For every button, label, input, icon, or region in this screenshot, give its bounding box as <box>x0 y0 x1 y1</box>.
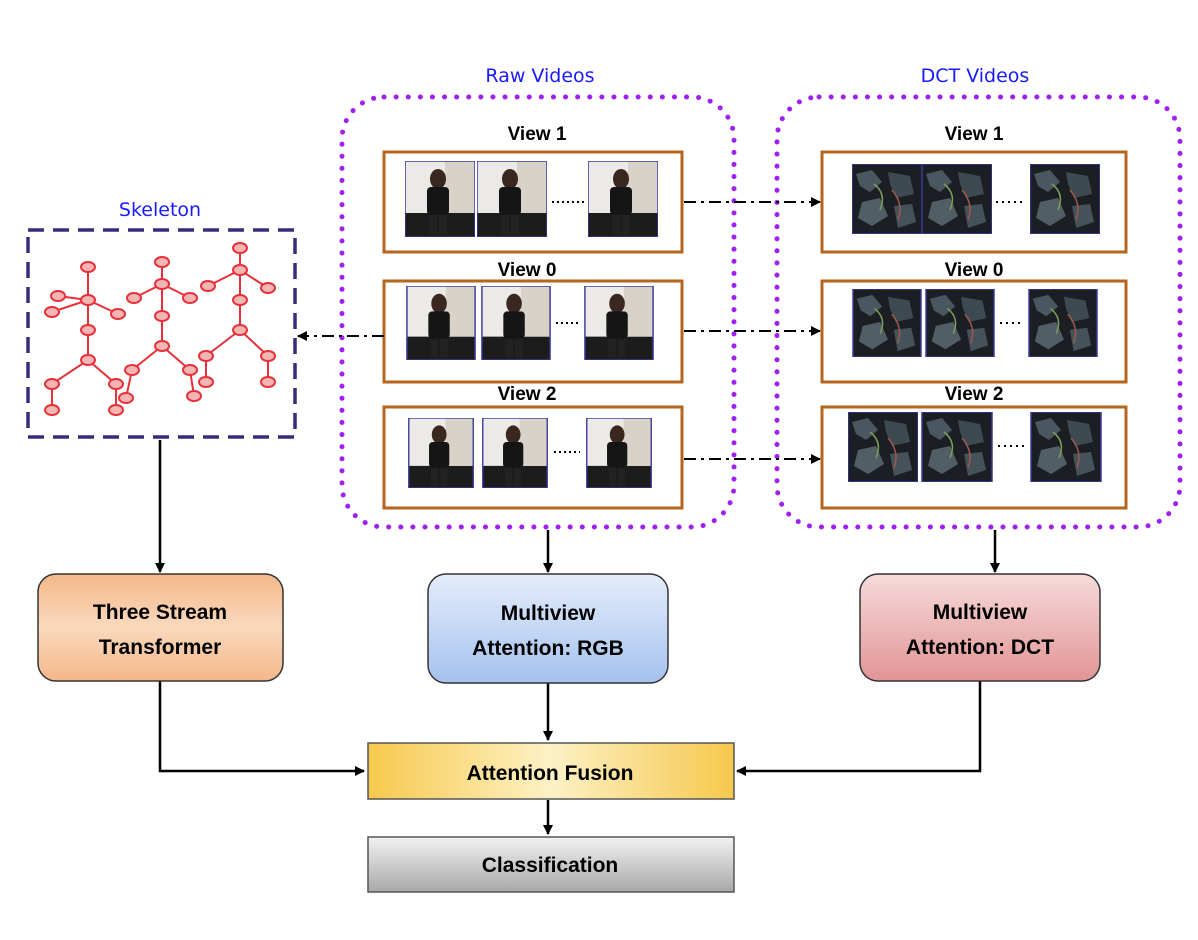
dct-view-0-thumbnails <box>852 289 1098 357</box>
raw-view-0-label: View 0 <box>498 260 557 281</box>
dct-view-2-label: View 2 <box>945 384 1004 405</box>
arrow-dct-to-fusion <box>736 681 982 776</box>
rgb-attention-line-2: Attention: RGB <box>472 637 624 660</box>
multiview-attention-rgb-block: Multiview Attention: RGB <box>427 573 669 684</box>
arrow-transformer-to-fusion <box>158 681 365 776</box>
skeleton-container <box>26 228 297 439</box>
dct-attention-line-1: Multiview <box>933 601 1028 624</box>
raw-view-0-thumbnails <box>406 286 654 360</box>
dct-view-1-label: View 1 <box>945 124 1004 145</box>
skeleton-graph <box>44 242 276 416</box>
attention-fusion-label: Attention Fusion <box>467 762 634 785</box>
rgb-attention-line-1: Multiview <box>501 602 596 625</box>
raw-view-1-label: View 1 <box>508 124 567 145</box>
multiview-attention-dct-block: Multiview Attention: DCT <box>859 573 1101 682</box>
attention-fusion-block: Attention Fusion <box>367 742 735 800</box>
classification-label: Classification <box>482 854 619 877</box>
raw-view-2-thumbnails <box>407 418 652 488</box>
classification-block: Classification <box>367 836 735 893</box>
three-stream-line-1: Three Stream <box>93 601 227 624</box>
three-stream-transformer-block: Three Stream Transformer <box>37 573 284 682</box>
dct-videos-group-label: DCT Videos <box>921 65 1030 87</box>
three-stream-line-2: Transformer <box>99 636 222 659</box>
skeleton-group-label: Skeleton <box>119 199 201 221</box>
view-transfer-arrows <box>297 197 821 464</box>
raw-videos-group-label: Raw Videos <box>485 65 594 87</box>
dct-videos-container <box>774 94 1183 530</box>
dct-view-2-thumbnails <box>848 412 1102 482</box>
raw-view-1-thumbnails <box>405 161 658 237</box>
dct-view-1-thumbnails <box>852 164 1100 234</box>
raw-view-2-label: View 2 <box>498 384 557 405</box>
dct-view-0-label: View 0 <box>945 260 1004 281</box>
flow-arrows <box>155 440 1000 835</box>
raw-videos-container <box>339 94 737 530</box>
dct-attention-line-2: Attention: DCT <box>906 636 1054 659</box>
